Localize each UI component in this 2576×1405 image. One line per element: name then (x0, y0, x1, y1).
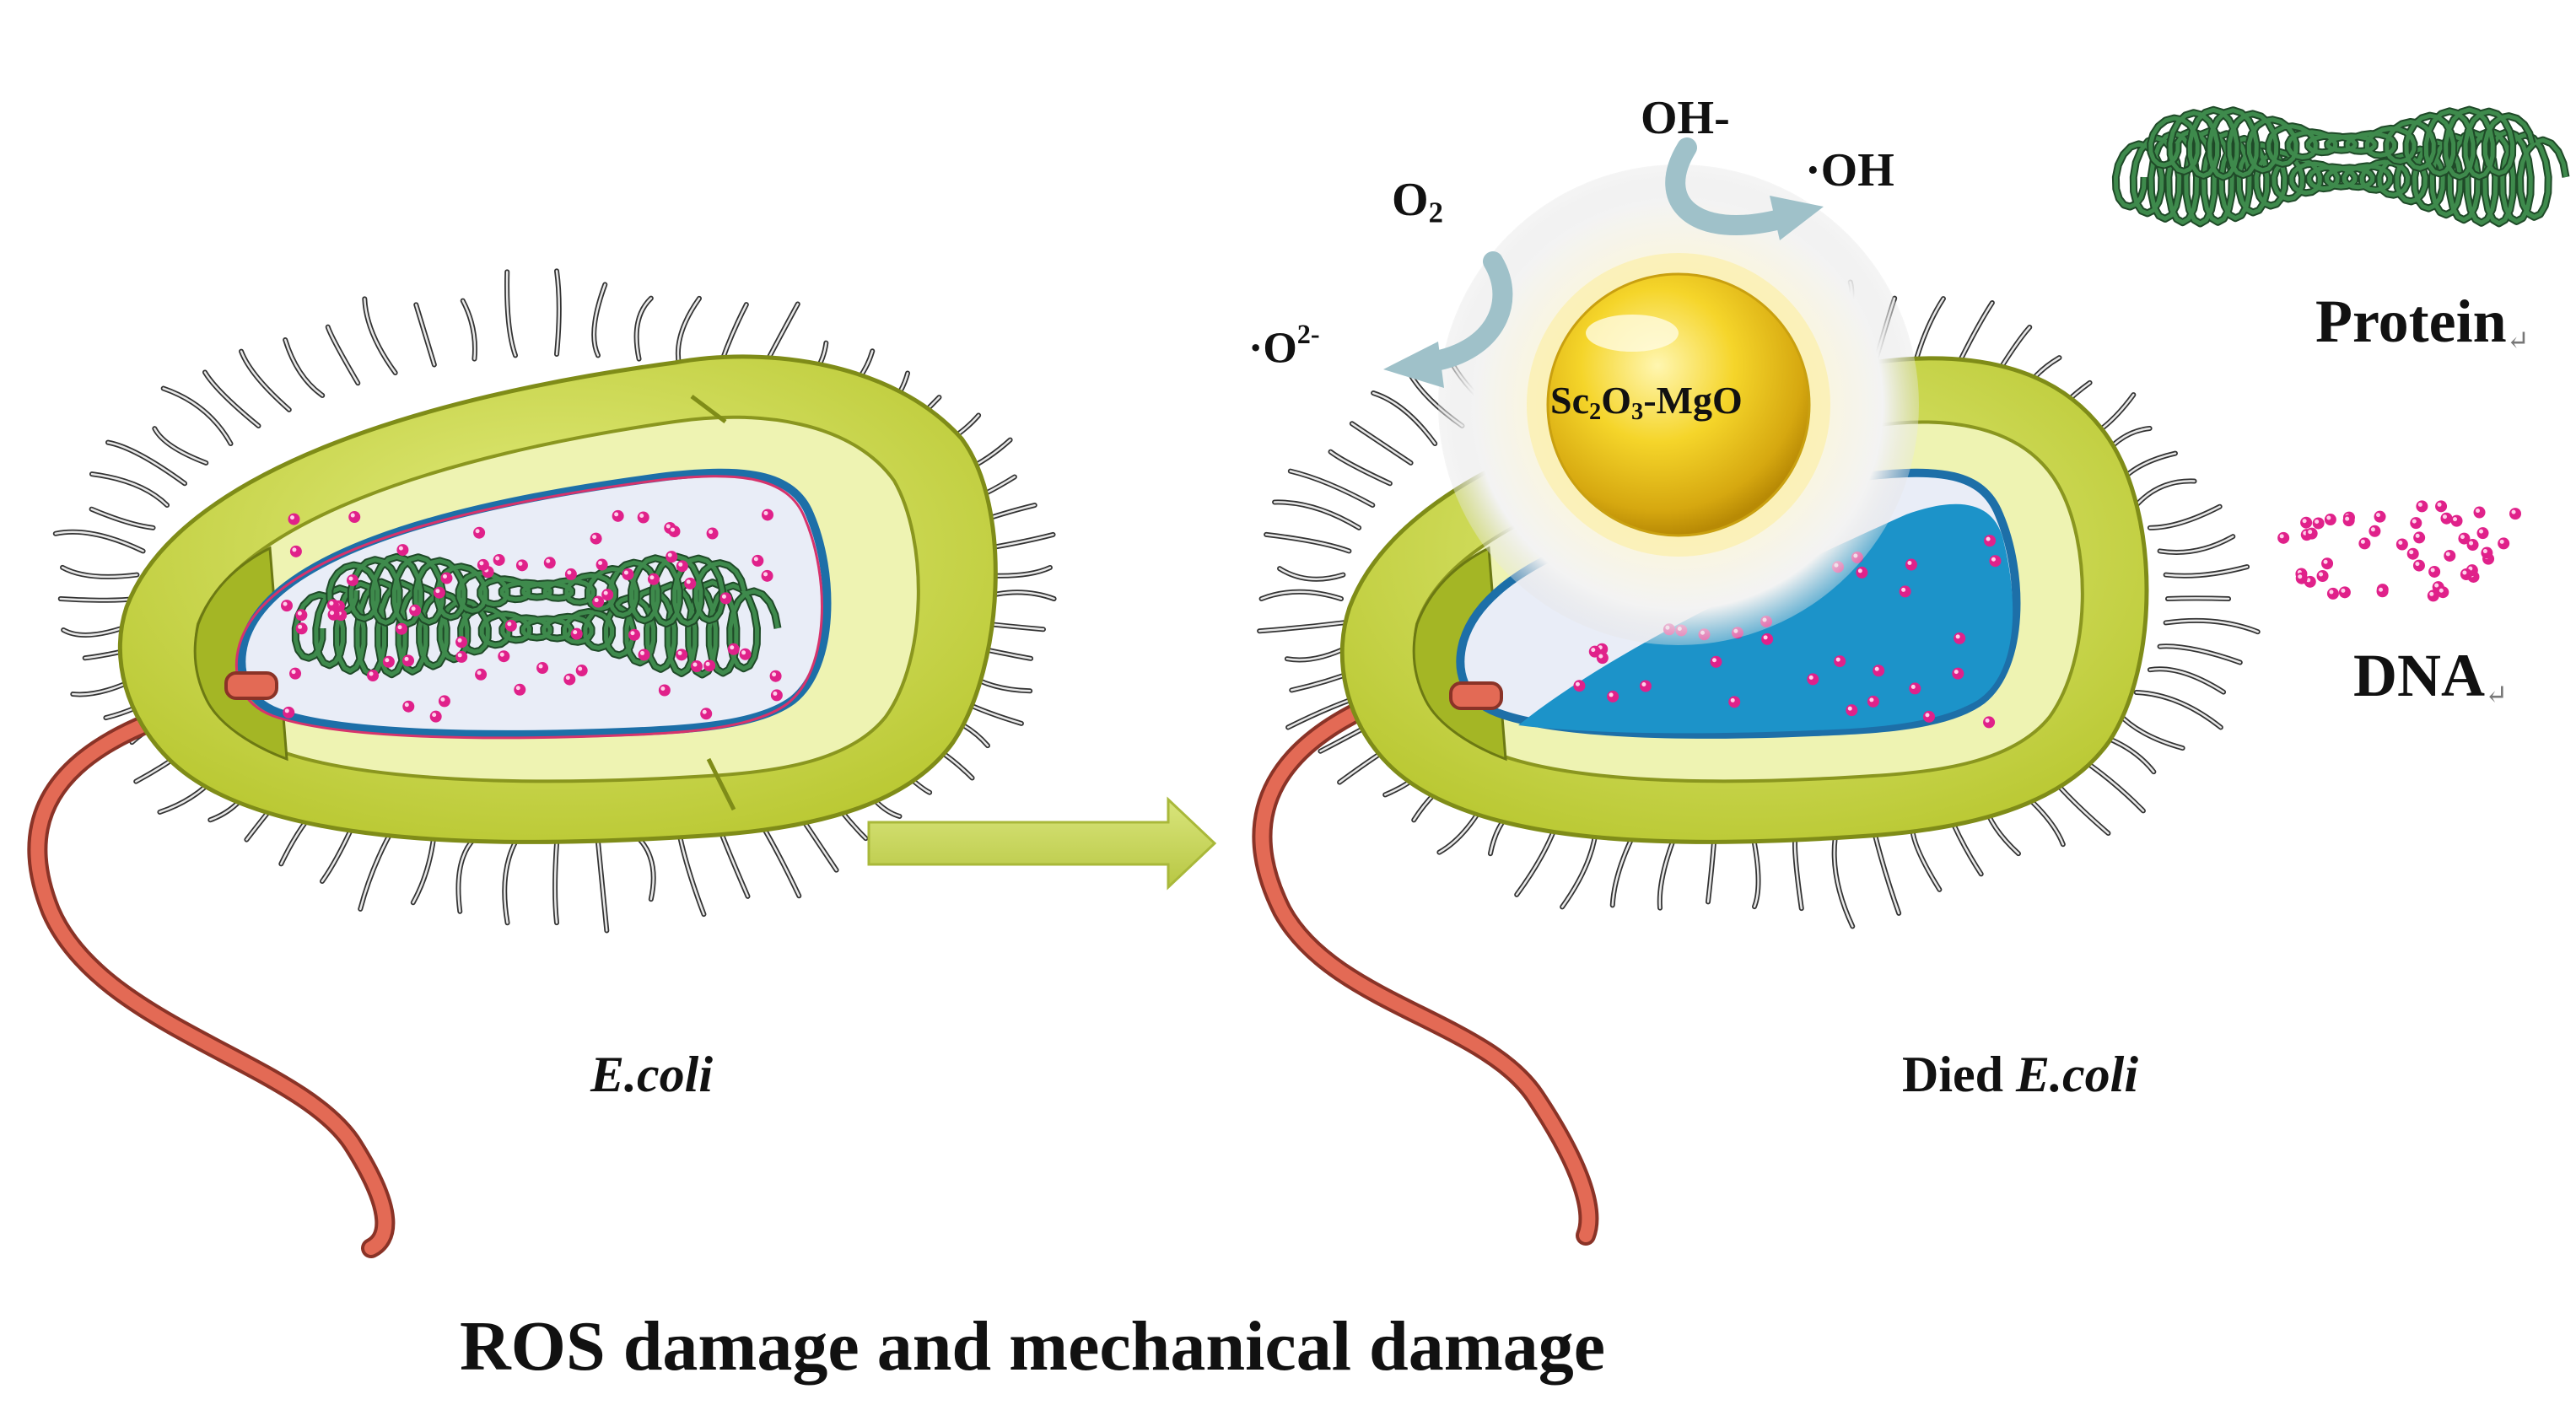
left-cell-label: E.coli (590, 1047, 713, 1102)
right-cell-species: E.coli (2016, 1047, 2138, 1102)
superoxide-label: ·O2- (1248, 319, 1320, 373)
protein-coil-left (291, 552, 782, 679)
right-cell-prefix: Died (1902, 1047, 2003, 1102)
dna-dots-left (281, 509, 783, 723)
hydroxide-label: OH- (1641, 92, 1730, 144)
motor-right (1449, 681, 1503, 710)
ros-arrow-o2 (1415, 251, 1513, 373)
hydroxyl-label: ·OH (1805, 144, 1894, 196)
motor-left (224, 671, 278, 700)
o2-label: O2 (1392, 174, 1443, 229)
particle-label: Sc2O3-MgO (1550, 379, 1743, 426)
ros-arrow-oh (1665, 137, 1790, 235)
process-arrow (867, 796, 1217, 891)
right-cell-label: Died E.coli (1902, 1046, 2138, 1104)
legend-dna-label: DNA↵ (2353, 642, 2509, 711)
protein-legend-icon (2111, 105, 2570, 228)
dna-legend-icon (2277, 500, 2522, 602)
figure-caption: ROS damage and mechanical damage (460, 1307, 1606, 1386)
legend-protein-label: Protein↵ (2315, 288, 2530, 357)
sc2o3-mgo-particle (1438, 164, 1919, 645)
ecoli-cell-left (27, 268, 1057, 1258)
